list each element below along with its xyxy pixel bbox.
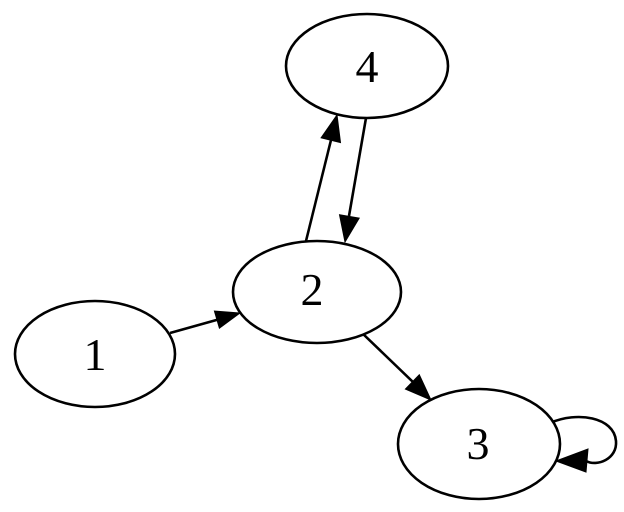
node-2-ellipse <box>231 239 403 345</box>
edge-3-3-loop-line <box>549 415 618 465</box>
edge-2-4 <box>304 113 342 242</box>
node-3: 3 <box>396 387 562 501</box>
edge-1-2-line <box>169 317 221 335</box>
edge-3-3-arrowhead-icon <box>554 448 589 473</box>
node-3-label: 3 <box>467 418 490 469</box>
edge-3-3-self-loop <box>549 415 618 473</box>
edge-1-2 <box>169 310 242 335</box>
edge-4-2 <box>338 117 368 244</box>
edge-2-4-line <box>304 139 333 242</box>
edge-1-2-arrowhead-icon <box>213 310 242 330</box>
node-4-ellipse <box>284 12 450 120</box>
edge-4-2-arrowhead-icon <box>338 214 361 244</box>
node-4: 4 <box>284 12 450 120</box>
edge-2-3 <box>361 332 432 401</box>
edge-2-3-arrowhead-icon <box>404 373 432 401</box>
node-2-label: 2 <box>301 264 324 315</box>
node-1-ellipse <box>13 299 177 409</box>
node-3-ellipse <box>396 387 562 501</box>
node-1-label: 1 <box>84 329 107 380</box>
edge-2-4-arrowhead-icon <box>320 113 342 144</box>
node-2: 2 <box>231 239 403 345</box>
edge-4-2-line <box>347 117 368 217</box>
node-4-label: 4 <box>356 41 379 92</box>
edge-2-3-line <box>361 332 414 383</box>
node-1: 1 <box>13 299 177 409</box>
